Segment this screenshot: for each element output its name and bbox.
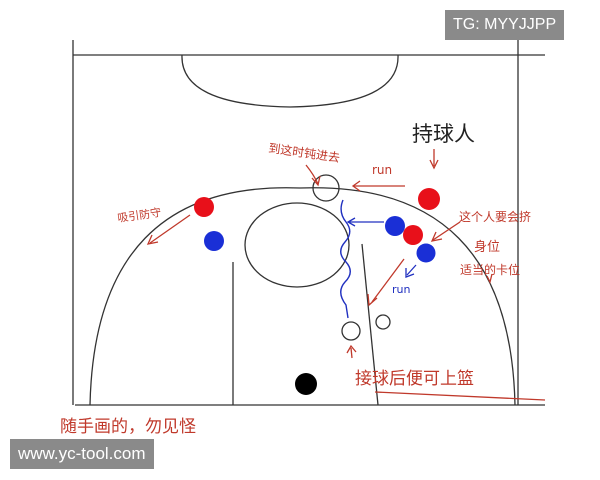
center-circle-arc [181,54,399,108]
red-player-screener [403,225,423,245]
three-point-arc [89,187,516,406]
label-arrive-then-cut: 到这时钝进去 [268,140,341,165]
cut-spot-catch [341,321,361,341]
arrow-draw-defender [149,214,191,244]
label-ball-handler: 持球人 [412,122,475,146]
label-run-top: run [372,163,392,177]
watermark-bottom: www.yc-tool.com [10,439,154,469]
arrow-blue-defender [406,264,417,276]
red-player-ball-handler [418,188,440,210]
arrow-squeeze-box [486,273,493,284]
label-run-mid: run [392,283,410,296]
label-this-one-squeeze: 这个人要会挤 [459,209,531,224]
cut-spot-side [375,314,391,330]
label-catch-and-layup: 接球后便可上篮 [355,369,474,389]
blue-player-defender [416,243,436,263]
red-arrows [146,149,546,401]
arrow-to-cut-spot [305,164,319,185]
cut-spot-top [312,174,340,202]
arrow-squeeze [432,221,461,241]
underline-layup [374,391,546,401]
blue-player-wing [204,231,224,251]
label-position: 身位 [474,239,500,255]
label-draw-defender: 吸引防守 [116,205,162,225]
watermark-top: TG: MYYJJPP [445,10,565,40]
black-player-post [295,373,317,395]
arrow-catch [350,347,353,359]
label-casual-drawing: 随手画的，勿见怪 [60,417,196,437]
red-player-wing [194,197,214,217]
cut-path [340,199,351,319]
court-lines [72,40,545,406]
blue-player-screen [385,216,405,236]
label-squeeze-box: 适当的卡位 [460,262,520,277]
arrow-pass-to-cutter [371,258,405,303]
free-throw-circle [244,202,350,288]
blue-arrows [346,217,417,278]
lane-line-right [361,243,379,406]
